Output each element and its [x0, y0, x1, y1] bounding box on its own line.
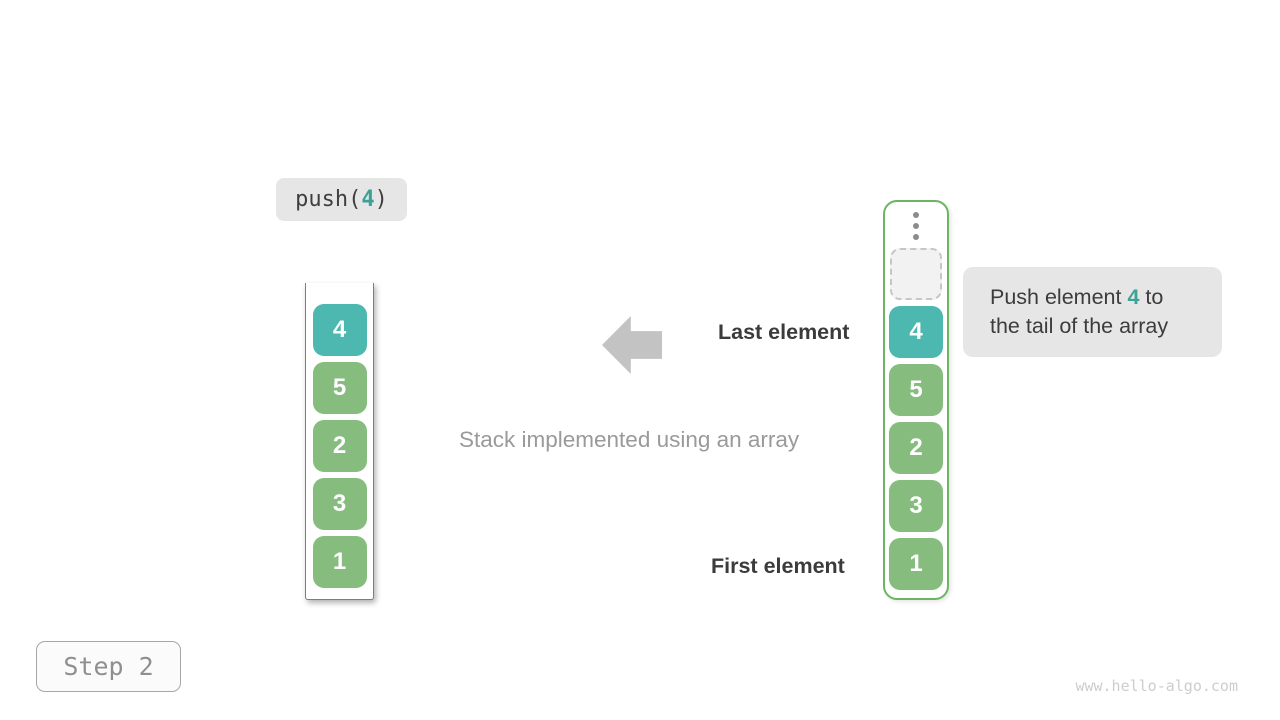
diagram-caption: Stack implemented using an array: [459, 427, 800, 452]
first-element-label: First element: [711, 554, 845, 578]
vertical-ellipsis-icon: [913, 210, 919, 240]
stack-cell: 3: [312, 478, 367, 530]
push-function-name: push(: [295, 187, 362, 212]
stack-cell-top: 4: [312, 304, 367, 356]
push-call-badge: push(4): [276, 178, 407, 221]
tooltip-line-2: the tail of the array: [990, 314, 1169, 338]
watermark: www.hello-algo.com: [1075, 677, 1238, 695]
stack-container: 4 5 2 3 1: [305, 283, 374, 600]
push-close-paren: ): [374, 187, 388, 212]
last-element-label: Last element: [718, 320, 850, 344]
array-cell: 5: [889, 364, 943, 416]
array-container: 4 5 2 3 1: [883, 200, 949, 600]
tooltip-highlight-value: 4: [1127, 285, 1140, 309]
array-cell: 3: [889, 480, 943, 532]
stack-cell: 1: [312, 536, 367, 588]
array-cell: 2: [889, 422, 943, 474]
operation-tooltip: Push element 4 to the tail of the array: [963, 267, 1222, 357]
tooltip-line-1: Push element 4 to: [990, 285, 1164, 309]
array-cell: 1: [889, 538, 943, 590]
step-badge: Step 2: [36, 641, 181, 692]
stack-cell: 2: [312, 420, 367, 472]
arrow-left-icon: [602, 316, 662, 374]
push-argument: 4: [361, 187, 375, 212]
empty-array-slot: [890, 248, 942, 300]
stack-cell: 5: [312, 362, 367, 414]
array-cell-new: 4: [889, 306, 943, 358]
step-badge-label: Step 2: [63, 652, 154, 681]
